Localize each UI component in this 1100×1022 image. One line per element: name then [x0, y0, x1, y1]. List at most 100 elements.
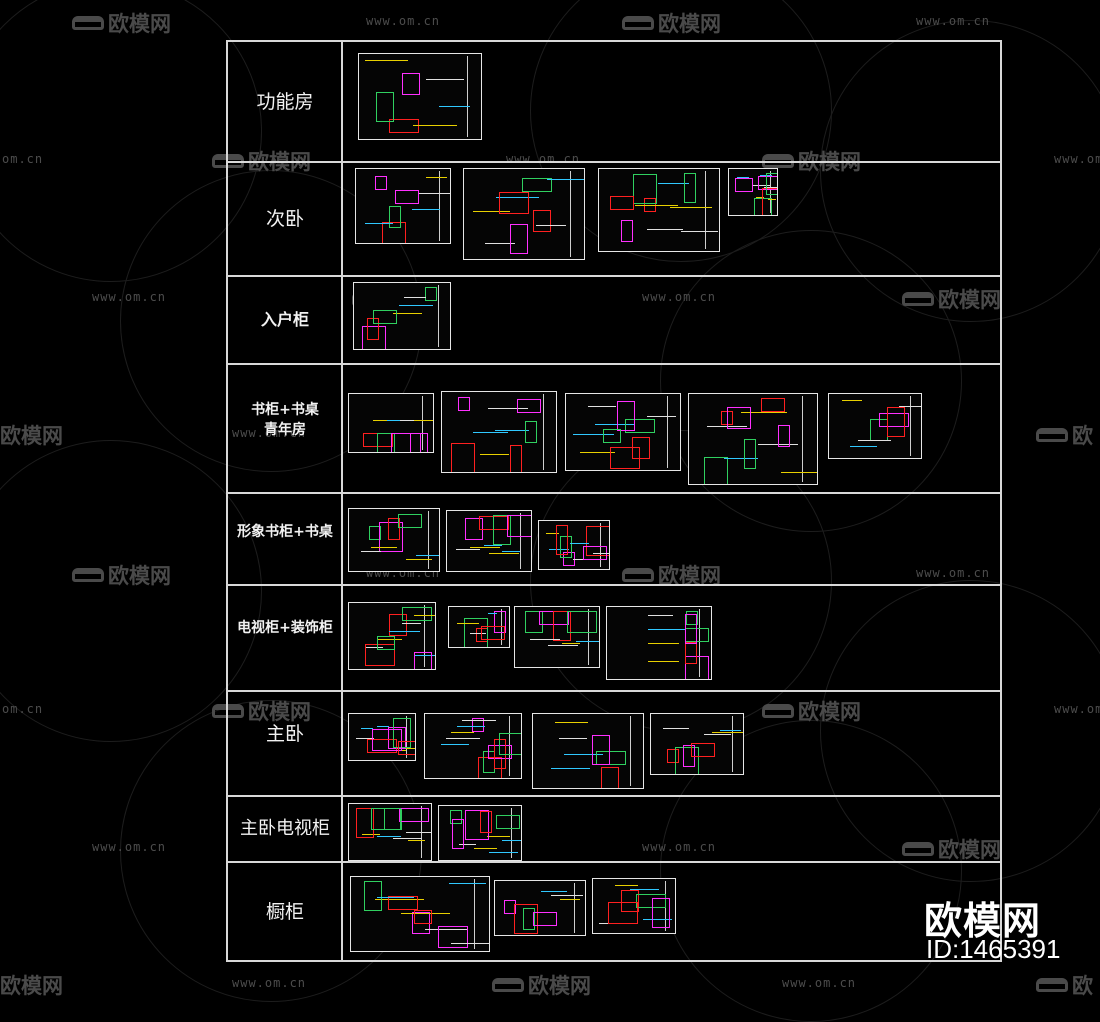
watermark-url-partial: om.cn: [2, 152, 44, 166]
table-border-bottom: [226, 960, 1002, 962]
cad-drawing-thumbnail: [592, 878, 676, 934]
cad-linework: [521, 178, 552, 192]
row-label-master-tv-cabinet: 主卧电视柜: [240, 818, 330, 839]
cad-linework: [375, 899, 424, 900]
cad-linework: [720, 730, 742, 731]
cad-linework: [487, 408, 529, 409]
cad-linework: [513, 904, 538, 934]
cad-linework: [481, 626, 506, 640]
cad-linework: [402, 73, 420, 95]
cad-linework: [560, 899, 581, 900]
title-block: [705, 171, 717, 249]
cad-linework: [510, 445, 523, 472]
cad-linework: [596, 751, 627, 765]
table-border-left: [226, 40, 228, 962]
watermark-url: www.om.cn: [92, 840, 167, 854]
cad-linework: [388, 727, 406, 749]
cad-linework: [487, 613, 498, 614]
cad-linework: [355, 808, 374, 838]
cad-drawing-thumbnail: [355, 168, 451, 244]
cad-linework: [377, 639, 402, 640]
cad-drawing-thumbnail: [448, 606, 510, 648]
title-block: [599, 523, 607, 567]
cad-linework: [559, 536, 572, 558]
sofa-icon: [902, 292, 934, 306]
watermark-logo-partial: 欧模网: [0, 974, 63, 998]
cad-linework: [651, 898, 670, 928]
cad-linework: [778, 425, 790, 447]
title-block: [510, 808, 519, 858]
cad-linework: [685, 656, 710, 679]
cad-linework: [386, 420, 405, 421]
cad-linework: [685, 611, 698, 625]
cad-linework: [494, 430, 530, 431]
cad-linework: [414, 615, 435, 616]
title-block: [438, 171, 448, 241]
cad-linework: [563, 754, 603, 755]
cad-linework: [376, 92, 395, 122]
cad-linework: [559, 738, 587, 739]
sofa-icon: [622, 16, 654, 30]
cad-linework: [449, 883, 486, 884]
cad-linework: [439, 106, 471, 107]
cad-linework: [621, 890, 640, 912]
cad-linework: [658, 183, 689, 184]
cad-linework: [685, 642, 698, 664]
watermark-logo: 欧模网: [622, 8, 721, 38]
cad-linework: [391, 433, 421, 452]
cad-linework: [594, 424, 636, 425]
cad-linework: [886, 407, 905, 437]
cad-linework: [446, 738, 481, 739]
cad-linework: [546, 533, 560, 534]
cad-linework: [576, 641, 599, 642]
row-label-function-room: 功能房: [256, 90, 314, 113]
sofa-icon: [1036, 428, 1068, 442]
cad-linework: [631, 437, 650, 459]
cad-linework: [450, 810, 462, 824]
row-label-bookcase-youth-room: 书柜+书桌 青年房: [251, 402, 319, 438]
cad-linework: [462, 720, 497, 721]
cad-linework: [754, 198, 772, 215]
title-block: [520, 513, 529, 569]
cad-linework: [629, 889, 660, 890]
cad-linework: [504, 900, 516, 914]
cad-linework: [414, 420, 433, 421]
title-block: [909, 396, 919, 456]
cad-linework: [469, 547, 500, 548]
table-column-divider: [341, 40, 343, 962]
cad-linework: [549, 549, 569, 550]
cad-linework: [493, 515, 511, 545]
row-divider: [226, 161, 1002, 163]
cad-linework: [361, 728, 374, 729]
cad-drawing-thumbnail: [348, 713, 416, 761]
cad-linework: [636, 894, 667, 908]
cad-drawing-thumbnail: [598, 168, 720, 252]
cad-linework: [506, 515, 531, 537]
cad-linework: [476, 628, 489, 642]
cad-linework: [684, 614, 697, 644]
cad-linework: [552, 611, 571, 641]
sofa-icon: [762, 704, 794, 718]
cad-linework: [372, 729, 402, 751]
cad-linework: [566, 611, 597, 633]
cad-linework: [529, 639, 560, 640]
watermark-url: www.om.cn: [232, 976, 307, 990]
cad-linework: [463, 618, 488, 647]
cad-drawing-thumbnail: [348, 393, 434, 453]
cad-linework: [480, 811, 493, 833]
title-block: [422, 396, 431, 450]
cad-linework: [425, 177, 448, 178]
cad-linework: [366, 739, 397, 753]
cad-linework: [691, 743, 716, 757]
cad-linework: [550, 768, 590, 769]
cad-drawing-thumbnail: [828, 393, 922, 459]
title-block: [438, 285, 448, 347]
cad-linework: [495, 815, 520, 829]
cad-drawing-thumbnail: [650, 713, 744, 775]
watermark-logo: 欧: [1036, 420, 1093, 450]
cad-linework: [621, 220, 634, 242]
cad-linework: [473, 848, 498, 849]
sofa-icon: [72, 568, 104, 582]
cad-linework: [524, 421, 537, 443]
